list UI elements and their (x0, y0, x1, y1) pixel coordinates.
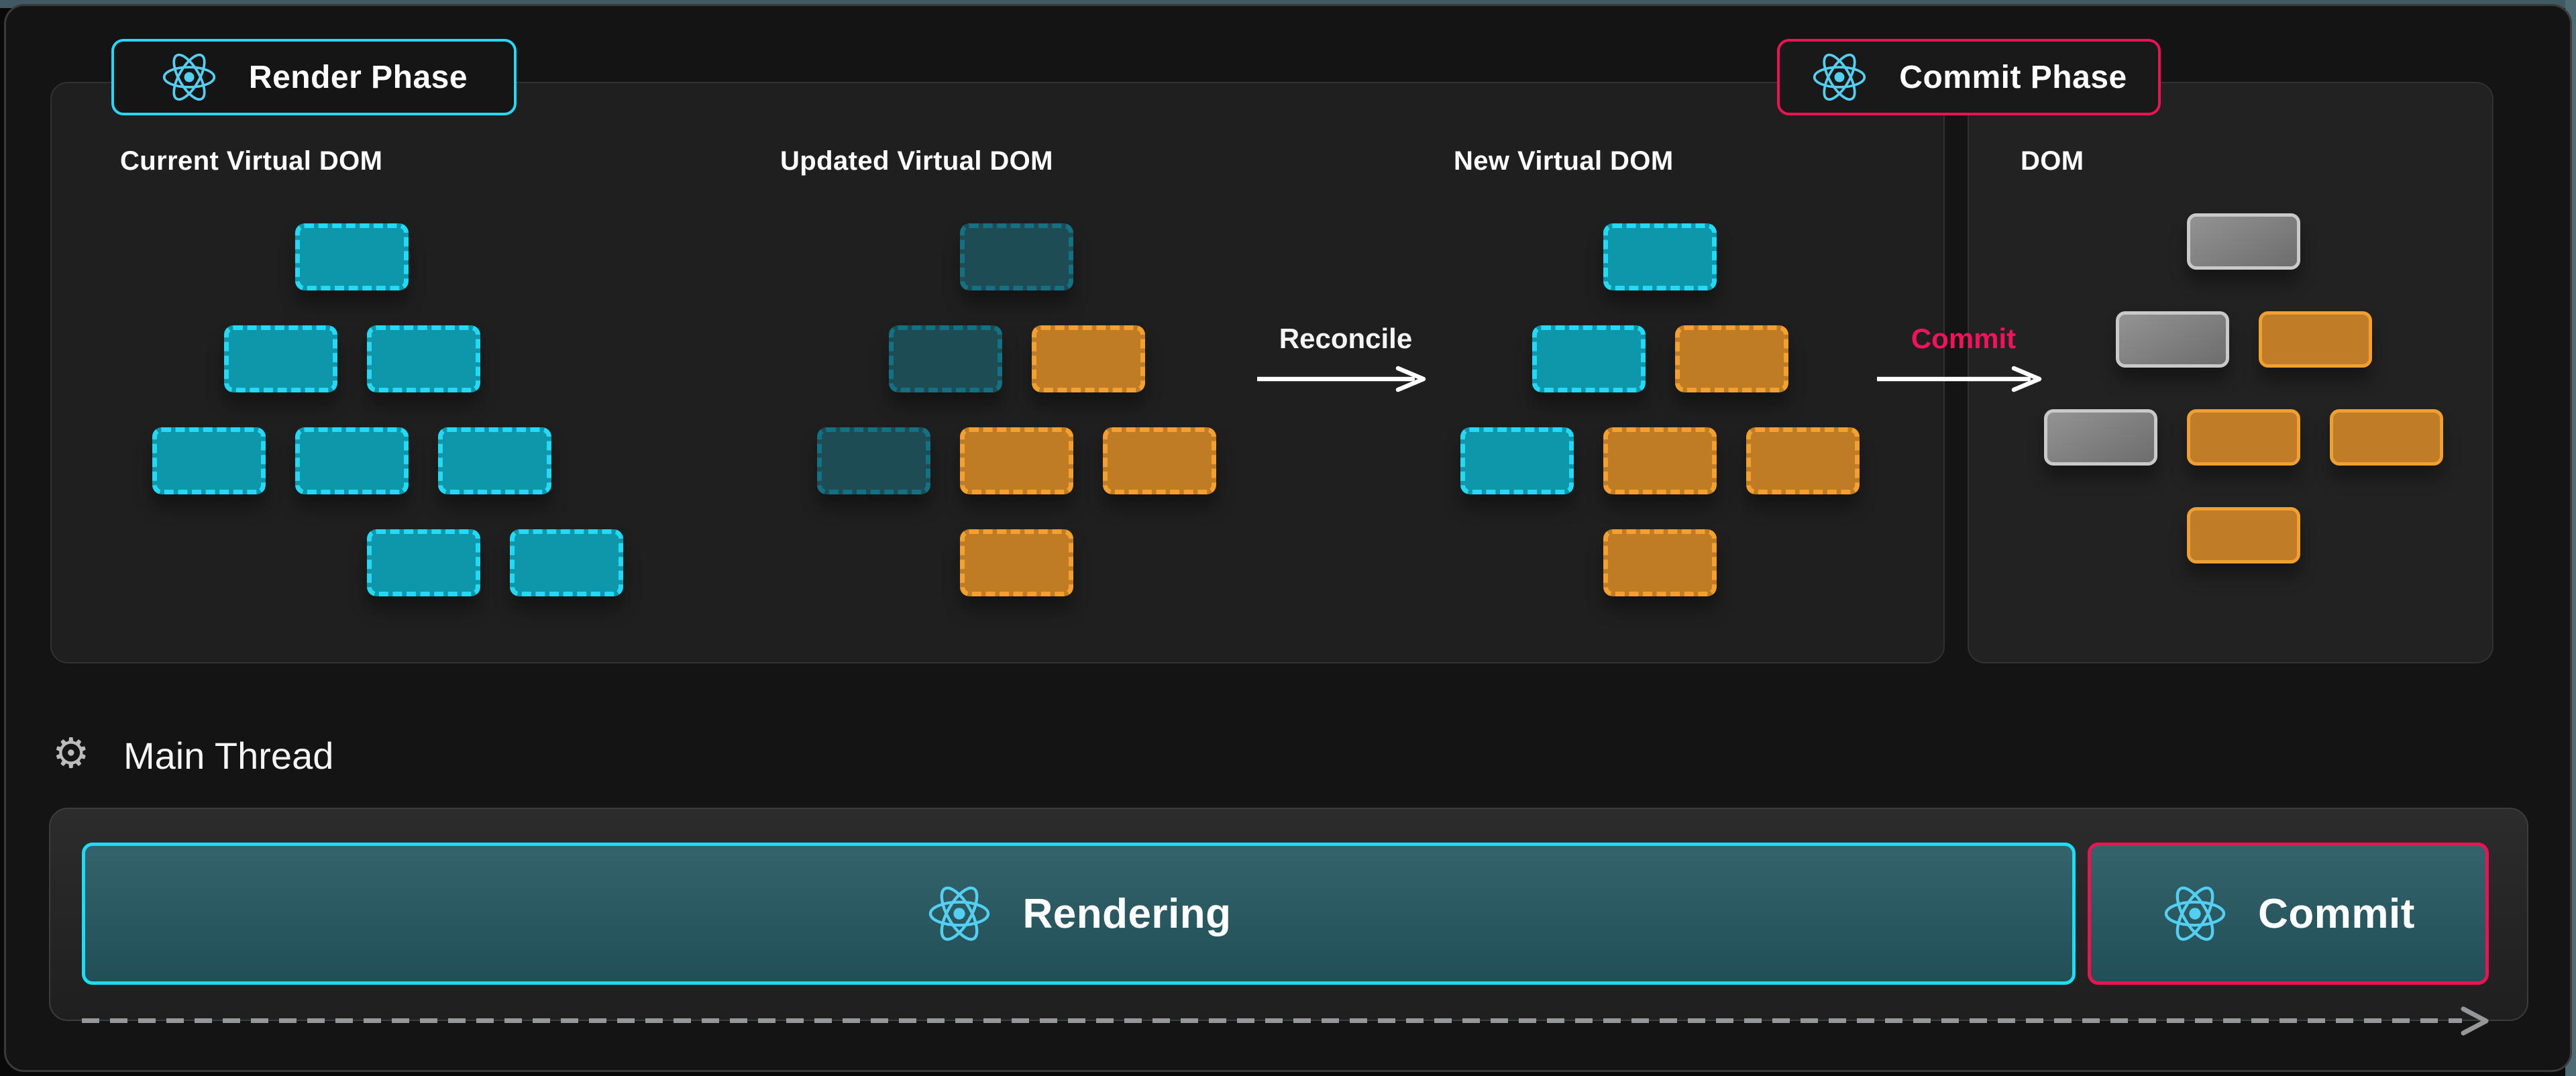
vdom-node-orange2 (2330, 409, 2443, 466)
tree-row (295, 223, 409, 290)
tree-row (888, 325, 1145, 392)
reconcile-label: Reconcile (1279, 323, 1413, 354)
timeline-arrow-icon (2461, 1006, 2489, 1036)
vdom-node-orange (960, 529, 1073, 596)
current-vdom-tree (152, 223, 623, 596)
dom-tree (2044, 213, 2443, 563)
rendering-bar-label: Rendering (1022, 890, 1232, 937)
tree-row (1603, 529, 1717, 596)
tree-row (1603, 223, 1717, 290)
vdom-node-dim (960, 223, 1073, 290)
commit-arrow: Commit (1877, 323, 2050, 393)
vdom-node-orange2 (2258, 311, 2372, 368)
vdom-node-orange (1603, 427, 1717, 494)
vdom-node-orange (1603, 529, 1717, 596)
tree-row (960, 223, 1073, 290)
vdom-node-orange2 (2187, 409, 2300, 466)
new-vdom-title: New Virtual DOM (1454, 146, 1674, 176)
commit-bar-label: Commit (2258, 890, 2415, 937)
new-vdom-tree (1460, 223, 1860, 596)
vdom-node-orange (1674, 325, 1788, 392)
vdom-node-cyan (366, 325, 480, 392)
tree-row (960, 529, 1073, 596)
tree-row (2115, 311, 2372, 368)
vdom-node-cyan (438, 427, 551, 494)
tree-row (2187, 213, 2300, 270)
commit-arrow-label: Commit (1911, 323, 2017, 354)
react-logo-icon (929, 886, 990, 941)
dom-title: DOM (2021, 146, 2084, 176)
updated-vdom-title: Updated Virtual DOM (780, 146, 1053, 176)
vdom-node-dim (888, 325, 1002, 392)
vdom-node-cyan (223, 325, 337, 392)
vdom-node-orange2 (2187, 507, 2300, 563)
vdom-node-orange (1103, 427, 1216, 494)
tree-row (2187, 507, 2300, 563)
vdom-node-cyan (295, 223, 409, 290)
tree-row (223, 325, 480, 392)
react-logo-icon (162, 53, 216, 101)
vdom-node-cyan (509, 529, 623, 596)
vdom-node-orange (1746, 427, 1860, 494)
tree-row (152, 427, 551, 494)
reconcile-arrow: Reconcile (1257, 323, 1434, 393)
arrow-right-icon (1257, 366, 1426, 392)
vdom-node-cyan (366, 529, 480, 596)
rendering-bar: Rendering (82, 843, 2076, 985)
commit-phase-label: Commit Phase (1899, 59, 2127, 95)
tree-row (2044, 409, 2443, 466)
main-thread-label: Main Thread (123, 735, 334, 777)
tree-row (366, 529, 623, 596)
arrow-right-icon (1877, 366, 2042, 392)
gear-icon: ⚙ (52, 729, 90, 777)
vdom-node-gray (2115, 311, 2229, 368)
vdom-node-cyan (1532, 325, 1646, 392)
commit-phase-panel (1968, 82, 2493, 663)
commit-phase-badge: Commit Phase (1777, 39, 2161, 115)
vdom-node-cyan (152, 427, 266, 494)
vdom-node-cyan (1603, 223, 1717, 290)
timeline-dashed-line (82, 1018, 2462, 1023)
current-vdom-title: Current Virtual DOM (120, 146, 383, 176)
vdom-node-cyan (295, 427, 409, 494)
react-logo-icon (2164, 886, 2226, 941)
vdom-node-cyan (1460, 427, 1574, 494)
vdom-node-orange (1031, 325, 1145, 392)
updated-vdom-tree (817, 223, 1216, 596)
render-phase-label: Render Phase (248, 59, 468, 95)
vdom-node-dim (817, 427, 930, 494)
tree-row (817, 427, 1216, 494)
vdom-node-gray (2187, 213, 2300, 270)
react-logo-icon (1813, 53, 1866, 101)
render-phase-badge: Render Phase (111, 39, 517, 115)
commit-bar: Commit (2088, 843, 2489, 985)
tree-row (1532, 325, 1788, 392)
vdom-node-orange (960, 427, 1073, 494)
tree-row (1460, 427, 1860, 494)
vdom-node-gray (2044, 409, 2157, 466)
